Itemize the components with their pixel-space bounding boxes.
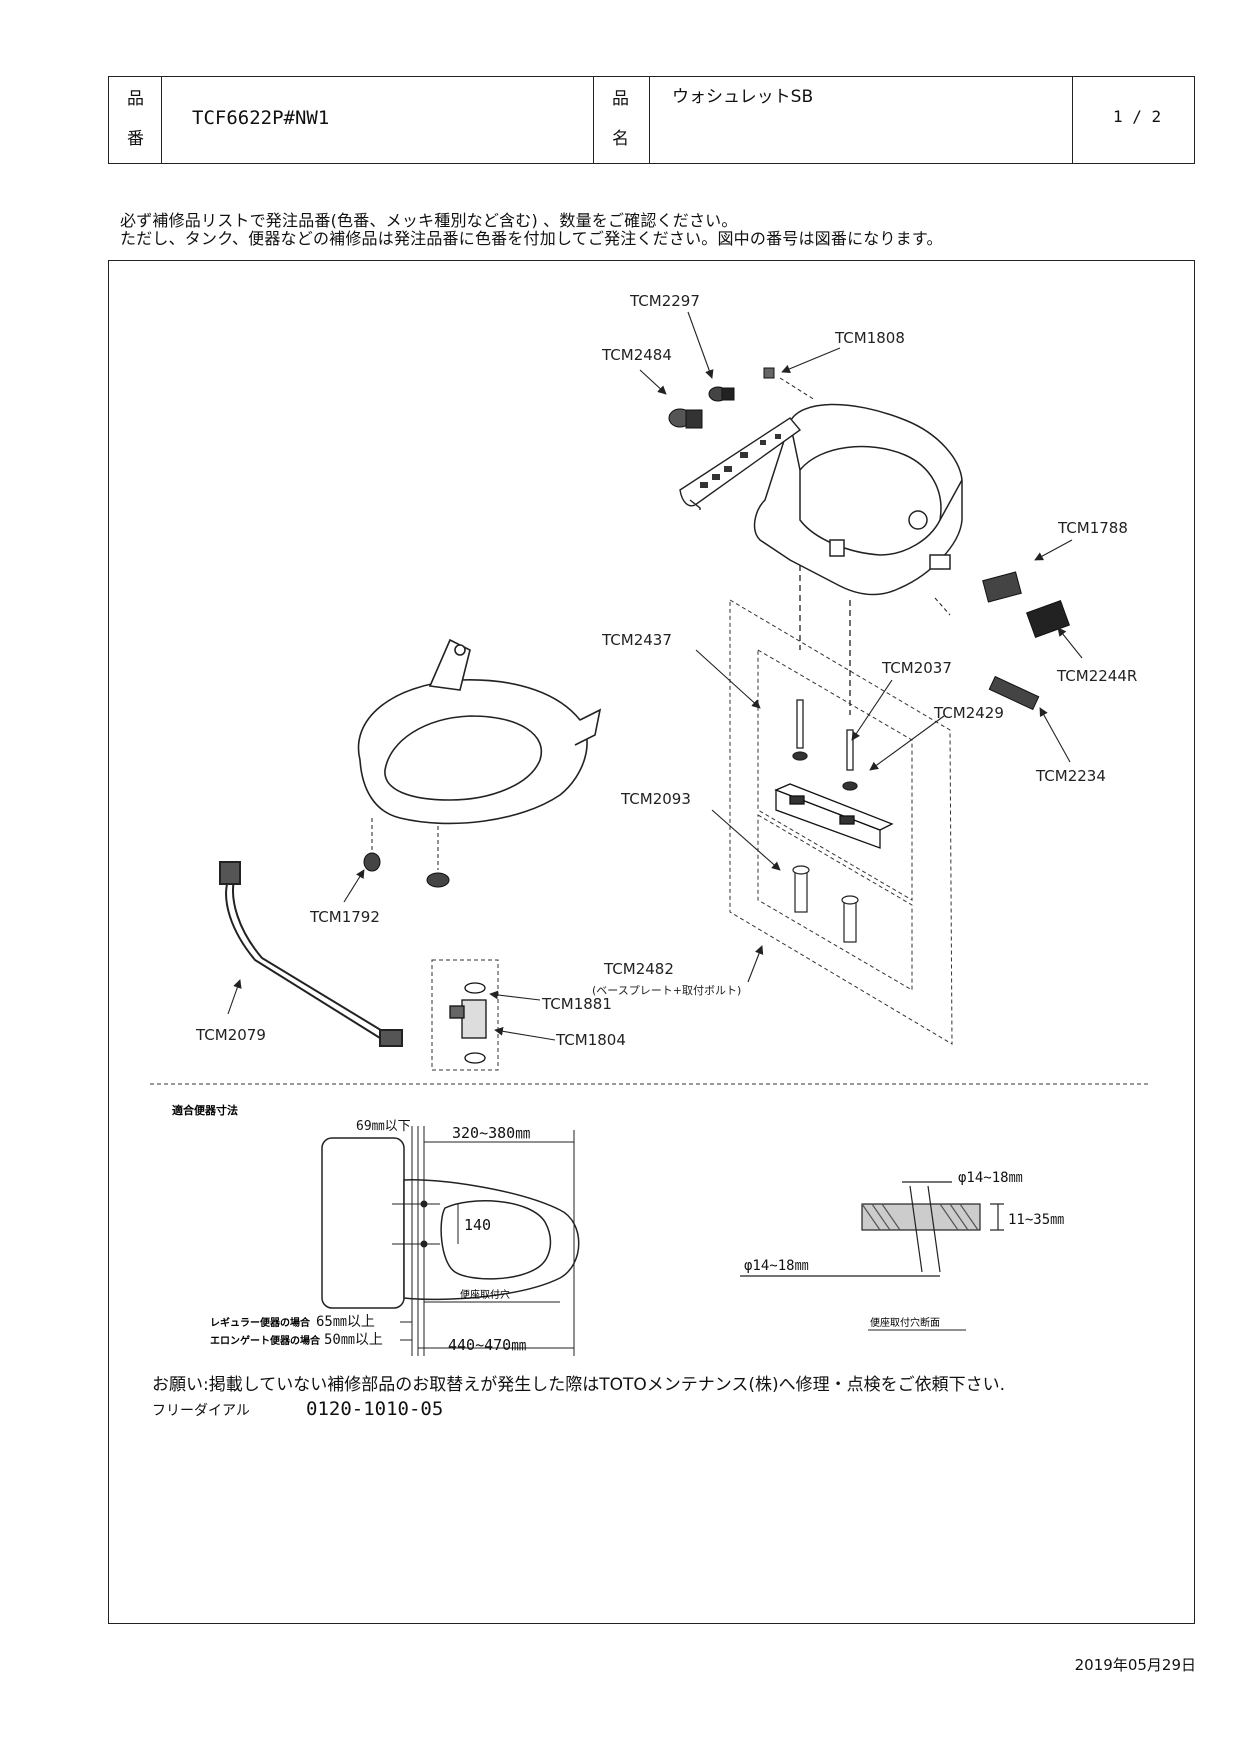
plan-view-dimension-lines [392, 1126, 575, 1356]
value-regular: 65㎜以上 [316, 1314, 375, 1330]
name-label-1: 品 [612, 89, 629, 109]
part-no-label-1: 品 [127, 89, 144, 109]
toilet-seat-shape [357, 638, 602, 825]
label-tcm2482-note: (ベースプレート+取付ボルト) [592, 984, 741, 997]
dim-69mm: 69㎜以下 [356, 1119, 411, 1134]
request-note: お願い:掲載していない補修部品のお取替えが発生した際はTOTOメンテナンス(株)… [152, 1375, 1006, 1395]
label-tcm2297: TCM2297 [629, 292, 700, 310]
anchors [792, 865, 859, 943]
valve-box [431, 959, 499, 1071]
label-tcm2429: TCM2429 [933, 704, 1004, 722]
cross-section-drawing [740, 1181, 1004, 1277]
dim-phi-bottom: φ14~18㎜ [744, 1258, 809, 1274]
plan-view-drawing [321, 1137, 580, 1309]
mounting-bolts [792, 565, 858, 791]
label-tcm1808: TCM1808 [834, 329, 905, 347]
dim-140: 140 [464, 1216, 491, 1234]
label-tcm2093: TCM2093 [620, 790, 691, 808]
valve-parts [449, 982, 487, 1064]
leader-arrows [227, 311, 1083, 1041]
hose-tcm2079-shape [219, 861, 403, 1047]
base-plate-outline [729, 599, 953, 1045]
label-hole: 便座取付穴 [460, 1288, 510, 1301]
label-tcm2484: TCM2484 [601, 346, 672, 364]
label-elongate: エロンゲート便器の場合 [210, 1334, 321, 1347]
label-tcm2482: TCM2482 [603, 960, 674, 978]
part-tcm1792-shape [363, 852, 450, 888]
value-elongate: 50㎜以上 [324, 1332, 383, 1348]
label-section: 便座取付穴断面 [870, 1316, 940, 1329]
product-name-cell: ウォシュレットSB [650, 77, 1073, 163]
freedial-label: フリーダイアル [152, 1403, 250, 1419]
label-regular: レギュラー便器の場合 [210, 1316, 311, 1329]
label-tcm2037: TCM2037 [881, 659, 952, 677]
part-tcm2234-shape [988, 675, 1040, 711]
part-no-label-2: 番 [127, 129, 144, 149]
dim-phi-top: φ14~18㎜ [958, 1170, 1023, 1186]
base-plate-shape [774, 783, 894, 849]
product-name: ウォシュレットSB [672, 87, 814, 107]
part-tcm2297-shape [708, 386, 735, 402]
dim-440-470: 440~470㎜ [448, 1336, 526, 1354]
dim-320-380: 320~380㎜ [452, 1124, 530, 1142]
label-tcm1804: TCM1804 [555, 1031, 626, 1049]
label-tcm1788: TCM1788 [1057, 519, 1128, 537]
part-tcm1808-shape [763, 367, 775, 379]
washlet-main-unit [753, 403, 963, 596]
part-no-label-cell: 品 番 [109, 77, 162, 163]
label-tcm1792: TCM1792 [309, 908, 380, 926]
label-tcm2234: TCM2234 [1035, 767, 1106, 785]
label-tcm2244r: TCM2244R [1056, 667, 1137, 685]
part-tcm2244r-shape [1025, 599, 1071, 639]
part-no: TCF6622P#NW1 [192, 107, 330, 129]
label-tcm1881: TCM1881 [541, 995, 612, 1013]
part-tcm1788-shape [982, 571, 1022, 603]
freedial-number: 0120-1010-05 [306, 1398, 444, 1420]
dimension-section-title: 適合便器寸法 [172, 1103, 238, 1117]
notice-line-1: 必ず補修品リストで発注品番(色番、メッキ種別など含む) 、数量をご確認ください。 [120, 211, 738, 230]
notice-line-2: ただし、タンク、便器などの補修品は発注品番に色番を付加してご発注ください。図中の… [120, 229, 943, 248]
name-label-cell: 品 名 [594, 77, 650, 163]
diagram-frame [108, 260, 1195, 1624]
name-label-2: 名 [612, 129, 629, 149]
part-tcm2484-shape [668, 408, 703, 429]
dim-thickness: 11~35㎜ [1008, 1212, 1064, 1228]
header-table: 品 番 TCF6622P#NW1 品 名 ウォシュレットSB 1 / 2 [108, 76, 1195, 164]
label-tcm2079: TCM2079 [195, 1026, 266, 1044]
part-no-cell: TCF6622P#NW1 [162, 77, 594, 163]
page-number: 1 / 2 [1113, 107, 1162, 126]
remote-control-panel [679, 417, 802, 510]
document-date: 2019年05月29日 [1074, 1656, 1196, 1674]
label-tcm2437: TCM2437 [601, 631, 672, 649]
page-cell: 1 / 2 [1073, 77, 1194, 163]
